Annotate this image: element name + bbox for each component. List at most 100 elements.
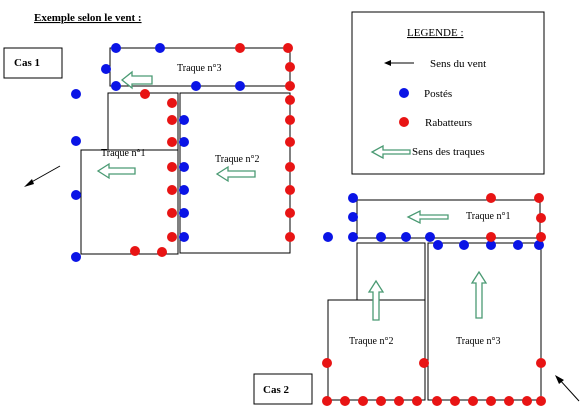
blue-dot-icon <box>399 88 409 98</box>
red-dot-icon <box>285 208 295 218</box>
blue-dot-icon <box>433 240 443 250</box>
blue-dot-icon <box>534 240 544 250</box>
blue-dot-icon <box>71 89 81 99</box>
red-dot-icon <box>157 247 167 257</box>
red-dot-icon <box>285 162 295 172</box>
blue-dot-icon <box>376 232 386 242</box>
red-dot-icon <box>536 232 546 242</box>
case-1-traque-2-plot <box>179 92 291 254</box>
hollow-green-arrow-icon <box>406 209 449 225</box>
blue-dot-icon <box>155 43 165 53</box>
red-dot-icon <box>235 43 245 53</box>
red-dot-icon <box>285 137 295 147</box>
blue-dot-icon <box>71 252 81 262</box>
blue-dot-icon <box>425 232 435 242</box>
case-2-postes <box>323 193 544 250</box>
red-dot-icon <box>167 162 177 172</box>
red-dot-icon <box>376 396 386 406</box>
red-dot-icon <box>486 193 496 203</box>
hollow-green-arrow-icon <box>370 144 411 160</box>
blue-dot-icon <box>459 240 469 250</box>
case-1-traque-3-label: Traque n°3 <box>177 63 221 74</box>
blue-dot-icon <box>401 232 411 242</box>
red-dot-icon <box>486 232 496 242</box>
red-dot-icon <box>167 232 177 242</box>
wind-direction-arrow-icon <box>384 60 414 66</box>
blue-dot-icon <box>323 232 333 242</box>
blue-dot-icon <box>179 208 189 218</box>
diagram-title: Exemple selon le vent : <box>34 12 142 24</box>
legend-rabatteurs-label: Rabatteurs <box>425 117 472 129</box>
red-dot-icon <box>450 396 460 406</box>
blue-dot-icon <box>348 232 358 242</box>
red-dot-icon <box>167 208 177 218</box>
red-dot-icon <box>140 89 150 99</box>
case-2-traque-3-plot <box>427 242 542 401</box>
red-dot-icon <box>130 246 140 256</box>
red-dot-icon <box>432 396 442 406</box>
red-dot-icon <box>394 396 404 406</box>
case-1-traque-1-plot <box>80 149 179 255</box>
blue-dot-icon <box>179 232 189 242</box>
red-dot-icon <box>322 358 332 368</box>
case-2: Traque n°1 Traque n°2 Traque n°3 Cas 2 <box>253 193 580 406</box>
red-dot-icon <box>412 396 422 406</box>
red-dot-icon <box>536 213 546 223</box>
red-dot-icon <box>504 396 514 406</box>
red-dot-icon <box>285 232 295 242</box>
red-dot-icon <box>358 396 368 406</box>
red-dot-icon <box>536 396 546 406</box>
legend-wind-label: Sens du vent <box>430 58 486 70</box>
legend: LEGENDE : Sens du vent Postés Rabatteurs… <box>351 11 545 175</box>
legend-traques-label: Sens des traques <box>412 146 485 158</box>
case-1-traque-2-label: Traque n°2 <box>215 154 259 165</box>
case-1: Cas 1 Traque n°3 Traque n°1 Traque n°2 <box>3 43 295 262</box>
blue-dot-icon <box>191 81 201 91</box>
red-dot-icon <box>340 396 350 406</box>
blue-dot-icon <box>179 162 189 172</box>
hollow-green-arrow-icon <box>470 270 488 319</box>
red-dot-icon <box>419 358 429 368</box>
blue-dot-icon <box>111 43 121 53</box>
blue-dot-icon <box>179 185 189 195</box>
hollow-green-arrow-icon <box>120 70 153 90</box>
blue-dot-icon <box>348 193 358 203</box>
blue-dot-icon <box>101 64 111 74</box>
blue-dot-icon <box>71 190 81 200</box>
red-dot-icon <box>536 358 546 368</box>
red-dot-icon <box>167 185 177 195</box>
red-dot-icon <box>283 43 293 53</box>
red-dot-icon <box>167 115 177 125</box>
case-1-traque-1-label: Traque n°1 <box>101 148 145 159</box>
case-2-rabatteurs <box>322 193 546 406</box>
wind-direction-arrow-icon <box>24 165 61 187</box>
case-2-label: Cas 2 <box>263 384 289 396</box>
case-1-label: Cas 1 <box>14 57 40 69</box>
red-dot-icon <box>486 396 496 406</box>
case-1-label-box <box>3 47 63 79</box>
red-dot-icon <box>167 98 177 108</box>
red-dot-icon <box>285 185 295 195</box>
wind-direction-arrow-icon <box>555 375 580 402</box>
hollow-green-arrow-icon <box>367 279 385 321</box>
blue-dot-icon <box>235 81 245 91</box>
hollow-green-arrow-icon <box>96 162 136 180</box>
red-dot-icon <box>285 62 295 72</box>
blue-dot-icon <box>179 137 189 147</box>
case-2-traque-2-label: Traque n°2 <box>349 336 393 347</box>
red-dot-icon <box>167 137 177 147</box>
blue-dot-icon <box>513 240 523 250</box>
red-dot-icon <box>285 81 295 91</box>
blue-dot-icon <box>179 115 189 125</box>
blue-dot-icon <box>486 240 496 250</box>
legend-box <box>351 11 545 175</box>
blue-dot-icon <box>71 136 81 146</box>
blue-dot-icon <box>111 81 121 91</box>
case-2-label-box <box>253 373 313 405</box>
red-dot-icon <box>522 396 532 406</box>
legend-postes-label: Postés <box>424 88 452 100</box>
red-dot-icon <box>322 396 332 406</box>
case-1-postes <box>71 43 245 262</box>
case-2-left-upper-plot <box>356 242 426 301</box>
